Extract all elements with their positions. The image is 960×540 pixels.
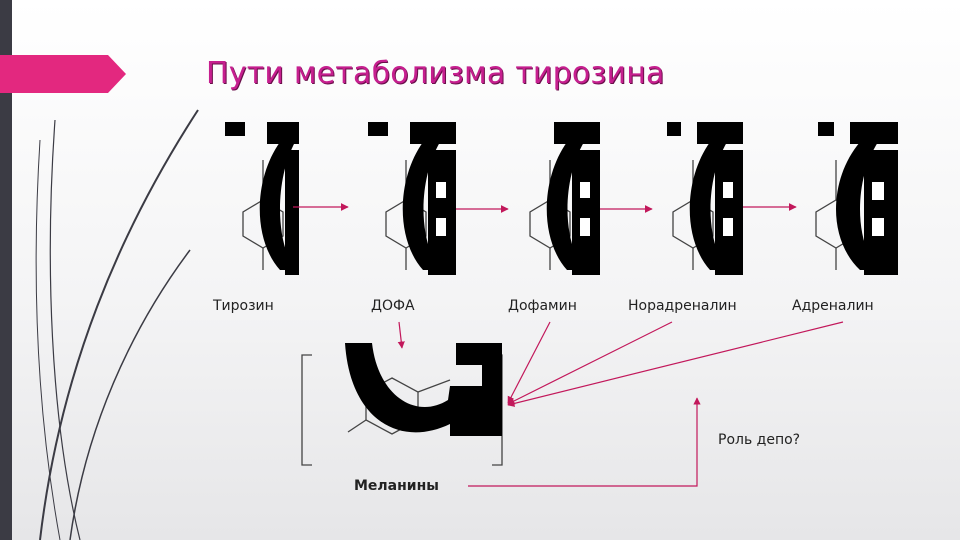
slide-title: Пути метаболизма тирозина (206, 56, 665, 91)
arrow-noradrenaline-melanins (507, 321, 673, 405)
decorative-curves (35, 109, 199, 540)
label-noradrenaline: Норадреналин (628, 298, 737, 314)
arrow-melanins-depot (468, 397, 701, 487)
structure-dopa (368, 122, 456, 275)
label-melanins: Меланины (354, 478, 439, 494)
compound-structures (225, 122, 898, 275)
label-adrenaline: Адреналин (792, 298, 874, 314)
label-dopamine: Дофамин (508, 298, 577, 314)
label-dopa: ДОФА (371, 298, 415, 314)
arrow-dopamine-melanins (507, 321, 551, 404)
melanin-arrows (397, 321, 844, 487)
left-accent-bar (0, 0, 12, 540)
conversion-arrows (293, 203, 797, 213)
label-tyrosine: Тирозин (213, 298, 274, 314)
structure-dopamine (529, 122, 600, 275)
structure-adrenaline (815, 122, 898, 275)
structure-tyrosine (225, 122, 299, 275)
arrow-adrenaline-melanins (507, 321, 844, 407)
structure-melanin (301, 343, 503, 466)
label-depot-role: Роль депо? (718, 432, 801, 448)
structure-noradrenaline (667, 122, 743, 275)
title-flag-shape (0, 55, 126, 93)
arrow-dopa-melanins (397, 321, 405, 349)
